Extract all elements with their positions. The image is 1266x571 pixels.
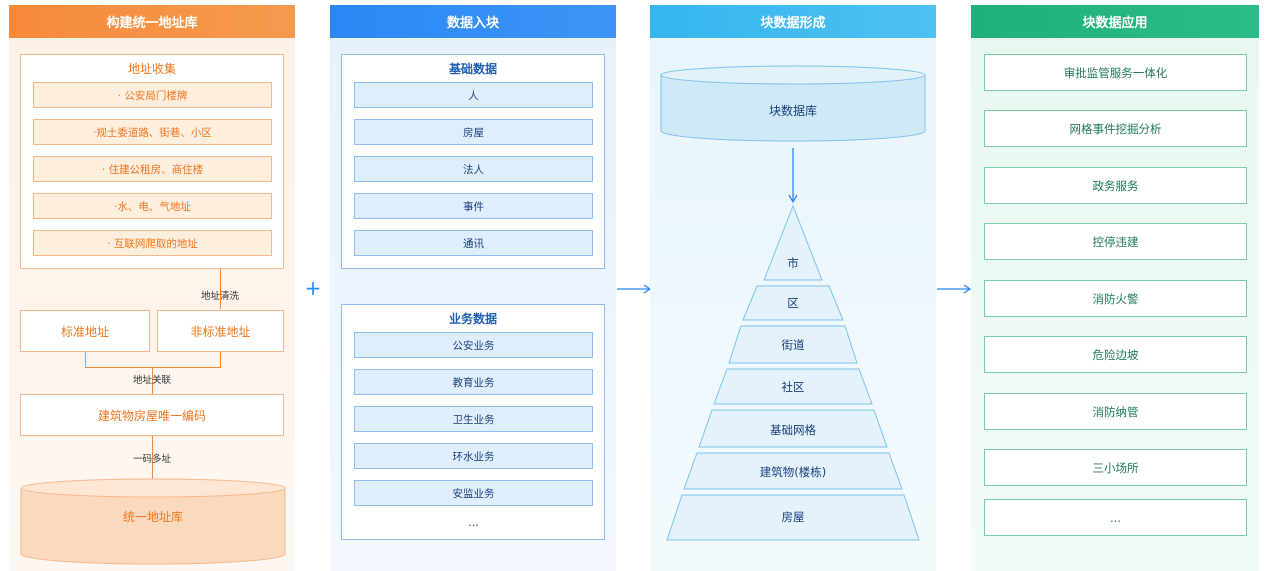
pyramid xyxy=(666,204,920,541)
business-data-item: 卫生业务 xyxy=(354,406,593,432)
connector-line xyxy=(220,352,221,367)
column-header: 块数据形成 xyxy=(650,5,936,38)
column-body: 审批监管服务一体化 网格事件挖掘分析 政务服务 控停违建 消防火警 危险边坡 消… xyxy=(971,38,1259,571)
pyramid-label-city: 市 xyxy=(787,256,799,270)
connector-line xyxy=(85,352,86,367)
label-one-code-multi-address: 一码多址 xyxy=(133,454,172,465)
label-address-cleaning: 地址清洗 xyxy=(201,291,240,302)
connector-line xyxy=(220,269,221,309)
application-item: 审批监管服务一体化 xyxy=(984,54,1247,91)
collection-item: · 互联网爬取的地址 xyxy=(33,230,272,256)
column-body: 基础数据 人 房屋 法人 事件 通讯 业务数据 公安业务 教育业务 卫生业务 环… xyxy=(330,38,616,571)
pyramid-label-house: 房屋 xyxy=(781,510,805,524)
pyramid-level-city xyxy=(763,204,823,281)
collection-title: 地址收集 xyxy=(127,61,176,76)
pyramid-label-community: 社区 xyxy=(781,380,805,394)
column-header: 块数据应用 xyxy=(971,5,1259,38)
plus-connector: + xyxy=(304,276,322,300)
pyramid-level-house xyxy=(666,494,920,541)
nonstandard-address-box: 非标准地址 xyxy=(157,310,284,352)
pyramid-level-building xyxy=(683,452,903,490)
application-item: 危险边坡 xyxy=(984,336,1247,373)
pyramid-level-community xyxy=(713,368,873,405)
arrow-right-icon xyxy=(937,284,972,294)
basic-data-item: 事件 xyxy=(354,193,593,219)
unified-address-db-label: 统一地址库 xyxy=(122,509,183,524)
pyramid-label-district: 区 xyxy=(787,296,799,310)
basic-data-item: 法人 xyxy=(354,156,593,182)
collection-item: ·规土委道路、街巷、小区 xyxy=(33,119,272,145)
connector-line xyxy=(85,367,221,368)
column-body: 地址收集 · 公安局门楼牌 ·规土委道路、街巷、小区 · 住建公租房、商住楼 ·… xyxy=(9,38,295,571)
column-block-data-applications: 块数据应用 审批监管服务一体化 网格事件挖掘分析 政务服务 控停违建 消防火警 … xyxy=(971,5,1259,571)
application-item: ... xyxy=(984,499,1247,536)
column-body: 块数据库 市 区 街道 社区 基础网格 建筑物(楼栋) 房屋 xyxy=(650,38,936,571)
pyramid-label-grid: 基础网格 xyxy=(770,423,816,437)
address-collection-panel: 地址收集 · 公安局门楼牌 ·规土委道路、街巷、小区 · 住建公租房、商住楼 ·… xyxy=(20,54,284,269)
pyramid-label-street: 街道 xyxy=(781,338,805,352)
collection-item: · 住建公租房、商住楼 xyxy=(33,156,272,182)
standard-address-box: 标准地址 xyxy=(20,310,150,352)
business-data-item: 教育业务 xyxy=(354,369,593,395)
business-data-more: ... xyxy=(468,515,479,529)
application-item: 控停违建 xyxy=(984,223,1247,260)
pyramid-level-district xyxy=(742,285,844,321)
connector-line xyxy=(152,436,153,484)
basic-data-item: 通讯 xyxy=(354,230,593,256)
basic-data-panel: 基础数据 人 房屋 法人 事件 通讯 xyxy=(341,54,605,269)
arrow-down-icon xyxy=(788,148,798,204)
application-item: 网格事件挖掘分析 xyxy=(984,110,1247,147)
pyramid-level-grid xyxy=(698,409,888,448)
application-item: 消防火警 xyxy=(984,280,1247,317)
application-item: 政务服务 xyxy=(984,167,1247,204)
pyramid-label-building: 建筑物(楼栋) xyxy=(759,465,827,479)
arrow-right-icon xyxy=(617,284,652,294)
collection-item: · 公安局门楼牌 xyxy=(33,82,272,108)
application-item: 三小场所 xyxy=(984,449,1247,486)
business-data-item: 安监业务 xyxy=(354,480,593,506)
unified-address-db-cylinder xyxy=(20,478,286,565)
block-db-label: 块数据库 xyxy=(768,103,817,118)
basic-data-item: 人 xyxy=(354,82,593,108)
basic-data-title: 基础数据 xyxy=(448,61,497,76)
business-data-item: 环水业务 xyxy=(354,443,593,469)
business-data-title: 业务数据 xyxy=(448,311,497,326)
column-header: 数据入块 xyxy=(330,5,616,38)
label-address-link: 地址关联 xyxy=(133,375,172,386)
application-item: 消防纳管 xyxy=(984,393,1247,430)
connector-line xyxy=(152,367,153,394)
column-header: 构建统一地址库 xyxy=(9,5,295,38)
business-data-item: 公安业务 xyxy=(354,332,593,358)
collection-item: ·水、电、气地址 xyxy=(33,193,272,219)
column-data-into-blocks: 数据入块 基础数据 人 房屋 法人 事件 通讯 业务数据 公安业务 教育业务 卫… xyxy=(330,5,616,571)
column-block-data-formation: 块数据形成 块数据库 市 区 街道 社区 xyxy=(650,5,936,571)
column-build-address-library: 构建统一地址库 地址收集 · 公安局门楼牌 ·规土委道路、街巷、小区 · 住建公… xyxy=(9,5,295,571)
pyramid-level-street xyxy=(728,325,858,364)
basic-data-item: 房屋 xyxy=(354,119,593,145)
unique-code-box: 建筑物房屋唯一编码 xyxy=(20,394,284,436)
business-data-panel: 业务数据 公安业务 教育业务 卫生业务 环水业务 安监业务 ... xyxy=(341,304,605,540)
block-db-cylinder xyxy=(660,65,926,142)
